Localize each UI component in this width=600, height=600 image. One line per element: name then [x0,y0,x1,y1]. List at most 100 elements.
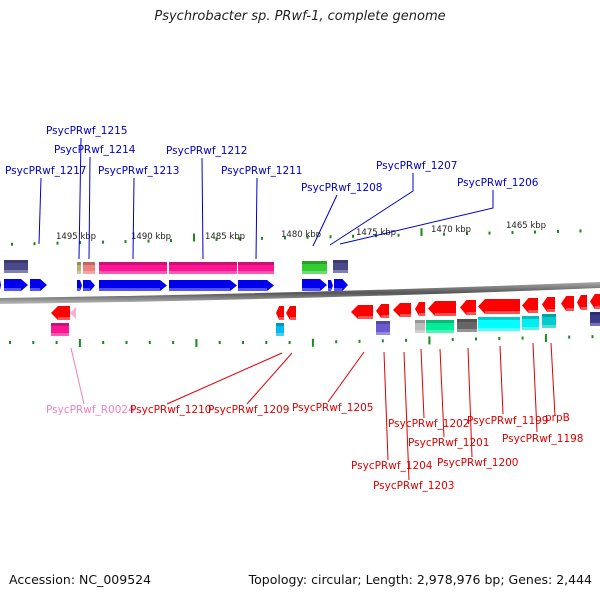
cog-box-light [478,328,520,331]
gene-label: prpB [545,412,570,424]
cog-box [478,317,520,331]
gene-label: PsycPRwf_R0024 [46,404,135,416]
cog-box [77,262,81,274]
tick-mark [261,236,263,240]
reverse-gene [577,295,587,310]
tick-mark [9,341,11,344]
cog-box-light [51,333,69,336]
forward-gene [0,280,1,290]
tick-mark [55,341,58,344]
leader-line [166,352,283,405]
leader-line [312,194,338,247]
cog-box-light [542,325,556,328]
leader-line [499,345,504,415]
tick-mark [451,337,454,341]
leader-line [246,352,293,405]
forward-gene-light [30,288,41,291]
leader-line [420,348,425,419]
gene-label: PsycPRwf_1204 [351,460,433,472]
tick-mark [405,338,408,342]
tick-mark [195,339,198,347]
tick-mark [56,241,59,245]
tick-mark [215,237,218,241]
cog-box-shade [99,262,167,265]
forward-gene-light [328,288,331,291]
leader-line [532,342,538,433]
cog-box [238,262,274,274]
genome-backbone [0,282,600,304]
forward-gene-light [77,288,80,291]
leader-line [329,173,414,246]
tick-mark [33,242,36,246]
reverse-gene [376,304,389,318]
cog-box-light [376,332,390,335]
cog-box-shade [478,317,520,320]
tick-mark [170,239,172,243]
cog-box-shade [376,321,390,324]
tick-mark [79,241,81,245]
cog-box-light [83,271,95,274]
scale-label: 1490 kbp [131,232,171,242]
cog-box [333,260,348,273]
reverse-gene [561,296,574,311]
gene-label: PsycPRwf_1210 [130,404,212,416]
reverse-gene-light [381,315,389,318]
reverse-gene [393,303,411,317]
leader-line [255,177,258,260]
reverse-gene-light [400,314,411,317]
tick-mark [218,341,221,344]
tick-mark [428,336,431,345]
leader-line [327,351,365,403]
forward-gene-light [169,288,230,291]
tick-mark [102,341,105,344]
gene-label: PsycPRwf_1212 [166,145,248,157]
forward-gene-light [238,288,267,291]
cog-box-light [99,271,167,274]
cog-box-shade [77,262,81,265]
cog-box-shade [169,262,237,265]
cog-box-light [333,270,348,273]
gene-label: PsycPRwf_1199 [467,415,549,427]
gene-label: PsycPRwf_1209 [208,404,290,416]
reverse-gene-light [547,309,555,312]
cog-box [51,323,69,336]
gene-label: PsycPRwf_1206 [457,177,539,189]
tick-mark [568,335,571,339]
cog-box-light [457,329,477,332]
cog-box [457,319,477,332]
cog-box [276,323,284,336]
reverse-gene [542,297,555,312]
gene-features [0,260,600,336]
cog-box-shade [238,262,274,265]
gene-label: PsycPRwf_1211 [221,165,303,177]
leader-line [403,351,410,481]
cog-box-light [4,270,28,273]
cog-box-shade [415,320,425,323]
cog-box-light [426,330,454,333]
cog-box [590,312,600,326]
reverse-gene [460,300,476,315]
genome-title: Psychrobacter sp. PRwf-1, complete genom… [154,9,446,24]
reverse-gene [351,305,373,319]
tick-mark [102,240,104,244]
tick-mark [397,233,400,237]
tick-mark [352,234,354,238]
tick-mark [32,341,35,344]
tick-mark [172,341,175,344]
tick-mark [498,337,501,341]
gene-label: PsycPRwf_1217 [5,165,87,177]
tick-mark [521,336,524,340]
gene-label: PsycPRwf_1214 [54,144,136,156]
leader-line [467,347,473,458]
tick-mark [124,240,127,244]
tick-mark [544,334,547,343]
reverse-gene-light [358,316,373,319]
gene-label: PsycPRwf_1208 [301,182,383,194]
reverse-gene [428,301,456,316]
cog-box-shade [522,316,539,319]
tick-mark [511,231,514,235]
gene-label: PsycPRwf_1200 [437,457,519,469]
forward-gene-light [334,288,343,291]
tick-mark [284,236,286,240]
scale-label: 1475 kbp [356,228,396,238]
